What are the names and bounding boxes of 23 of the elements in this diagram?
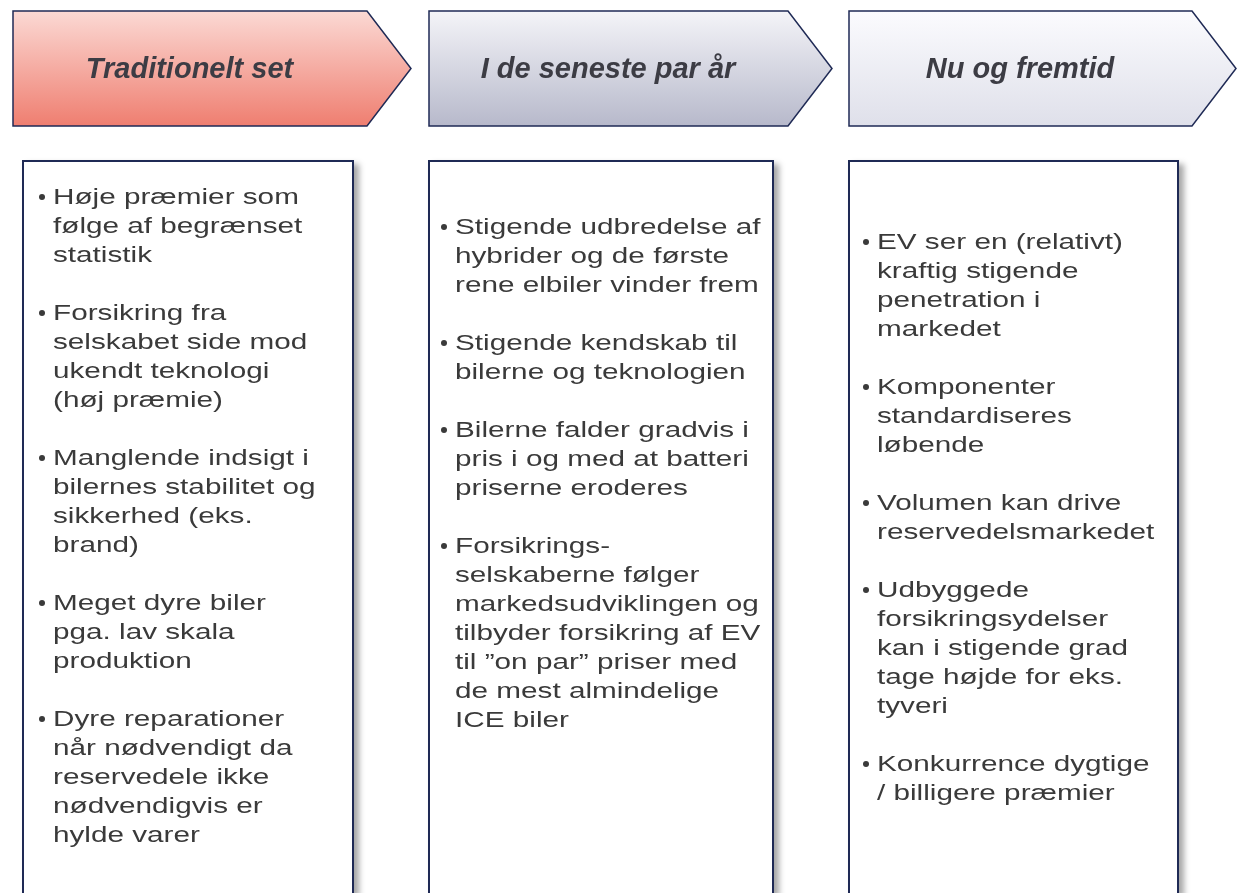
bullet-text: Dyre reparationer når nødvendigt da reservedele ikke nødvendigvis er hylde varer (53, 705, 294, 849)
column-heading: Traditionelt set (85, 52, 294, 85)
bullet-text: Konkurrence dygtige / billigere præmier (877, 750, 1151, 807)
bullet-text: Manglende indsigt i bilernes stabilitet og sikkerhed (eks. brand) (53, 444, 317, 559)
bullet-text: Forsikrings-selskaberne følger markedsudviklingen og tilbyder forsikring af EV til ”on par” priser med de mest almindelige ICE biler (455, 532, 762, 734)
bullet-text: Komponenter standardiseres løbende (877, 373, 1073, 459)
chevron-header (12, 10, 412, 127)
chevron-header (848, 10, 1237, 127)
column-heading: I de seneste par år (480, 52, 736, 85)
bullet-text: Stigende kendskab til bilerne og teknologien (455, 329, 747, 386)
bullet-text: EV ser en (relativt) kraftig stigende penetration i markedet (877, 228, 1124, 343)
bullet-text: Bilerne falder gradvis i pris i og med at batteri priserne eroderes (455, 416, 750, 502)
chevron-header (428, 10, 833, 127)
bullet-text: Stigende udbredelse af hybrider og de første rene elbiler vinder frem (455, 213, 762, 299)
text-panel (22, 160, 354, 893)
bullet-text: Meget dyre biler pga. lav skala produktion (53, 589, 267, 675)
bullet-text: Forsikring fra selskabet side mod ukendt teknologi (høj præmie) (53, 299, 309, 414)
column-heading: Nu og fremtid (925, 52, 1115, 85)
bullet-text: Høje præmier som følge af begrænset statistik (53, 183, 304, 269)
text-panel (848, 160, 1179, 893)
text-panel (428, 160, 774, 893)
bullet-text: Udbyggede forsikringsydelser kan i stigende grad tage højde for eks. tyveri (877, 576, 1129, 720)
bullet-text: Volumen kan drive reservedelsmarkedet (877, 489, 1156, 546)
